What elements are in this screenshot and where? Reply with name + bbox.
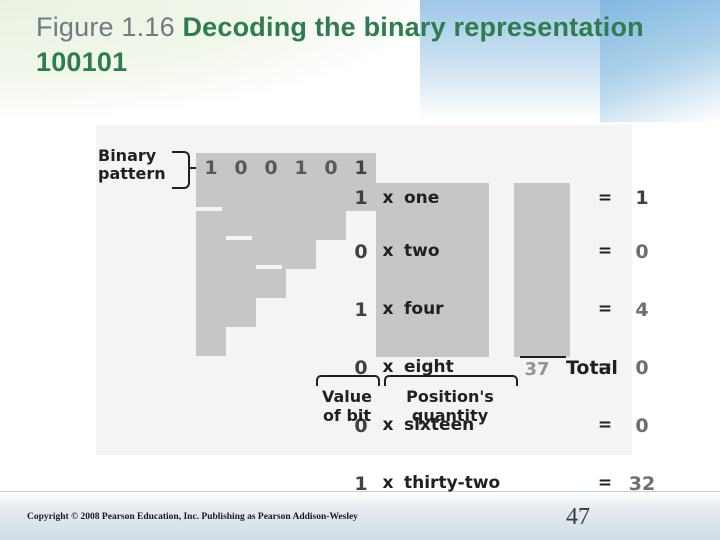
label-position-quantity: Position's quantity: [386, 387, 514, 425]
value-column-background: [514, 183, 570, 357]
row-operator-4: x: [382, 357, 394, 377]
bit-cell-4: 0: [316, 153, 346, 183]
total-label: Total: [566, 357, 618, 379]
bit-cell-3: 1: [286, 153, 316, 183]
footer-divider: [0, 491, 720, 492]
row-bit-3: 1: [354, 299, 368, 321]
binary-pattern-label: Binary pattern: [98, 146, 194, 184]
brace-icon: [172, 151, 190, 189]
row-equals-4: =: [597, 357, 613, 377]
stair-gap-4: [286, 294, 312, 298]
figure-panel: Binary pattern 1 0: [96, 125, 655, 495]
figure-diagram: Binary pattern 1 0: [96, 125, 655, 495]
label-value-of-bit-line2: of bit: [322, 406, 372, 426]
row-value-4: 0: [635, 357, 649, 379]
stair-block-col1: [196, 153, 226, 356]
stair-gap-5: [316, 323, 342, 327]
row-equals-1: =: [597, 187, 613, 208]
label-position-quantity-line2: quantity: [411, 406, 489, 426]
row-equals-2: =: [597, 241, 613, 261]
background-green-wash: [0, 0, 430, 120]
label-value-of-bit-line1: Value: [321, 387, 373, 406]
label-value-of-bit: Value of bit: [310, 387, 384, 425]
copyright-notice: Copyright © 2008 Pearson Education, Inc.…: [27, 512, 358, 522]
bit-cell-2: 0: [256, 153, 286, 183]
bit-cell-0: 1: [196, 153, 226, 183]
row-operator-3: x: [382, 299, 394, 319]
row-word-5: sixteen: [404, 415, 475, 435]
stair-gap-1: [196, 207, 222, 211]
binary-pattern-label-line2: pattern: [98, 164, 166, 184]
page-title-emphasis: Decoding the binary representation 10010…: [36, 12, 644, 77]
row-word-4: eight: [404, 357, 454, 377]
bracket-position-quantity: [384, 375, 518, 386]
row-word-6: thirty-two: [404, 473, 501, 493]
page-title: Figure 1.16 Decoding the binary represen…: [36, 10, 666, 79]
bit-cell-1: 0: [226, 153, 256, 183]
row-bit-5: 0: [354, 415, 368, 437]
row-equals-5: =: [597, 415, 613, 435]
row-operator-2: x: [382, 241, 394, 261]
row-bit-6: 1: [354, 473, 368, 495]
total-value: 37: [524, 359, 550, 380]
brace-stem-icon: [188, 167, 197, 169]
binary-bit-row: 1 0 0 1 0 1: [196, 153, 376, 183]
row-equals-6: =: [597, 473, 613, 493]
row-word-3: four: [404, 299, 444, 319]
binary-pattern-label-line1: Binary: [98, 146, 157, 165]
stair-gap-3: [256, 265, 282, 269]
row-bit-1: 1: [354, 186, 368, 209]
row-value-3: 4: [635, 299, 649, 321]
row-word-2: two: [404, 241, 440, 261]
row-value-6: 32: [628, 473, 656, 495]
word-column-background: [376, 183, 489, 357]
row-bit-4: 0: [354, 357, 368, 379]
row-bit-2: 0: [354, 241, 368, 263]
row-equals-3: =: [597, 299, 613, 319]
bit-cell-5: 1: [346, 153, 376, 183]
background-blue-corner: [600, 0, 720, 122]
total-rule: [520, 356, 566, 358]
row-operator-1: x: [382, 187, 394, 208]
row-word-1: one: [404, 187, 440, 208]
row-value-2: 0: [635, 241, 649, 263]
page-number: 47: [566, 504, 590, 530]
background-footer-band: [0, 492, 720, 540]
stair-gap-2: [226, 236, 252, 240]
row-operator-6: x: [382, 473, 394, 493]
row-value-1: 1: [635, 186, 649, 209]
bracket-value-of-bit: [316, 375, 380, 386]
label-position-quantity-line1: Position's: [406, 387, 494, 406]
row-value-5: 0: [635, 415, 649, 437]
row-operator-5: x: [382, 415, 394, 435]
page-title-prefix: Figure 1.16: [36, 12, 183, 42]
